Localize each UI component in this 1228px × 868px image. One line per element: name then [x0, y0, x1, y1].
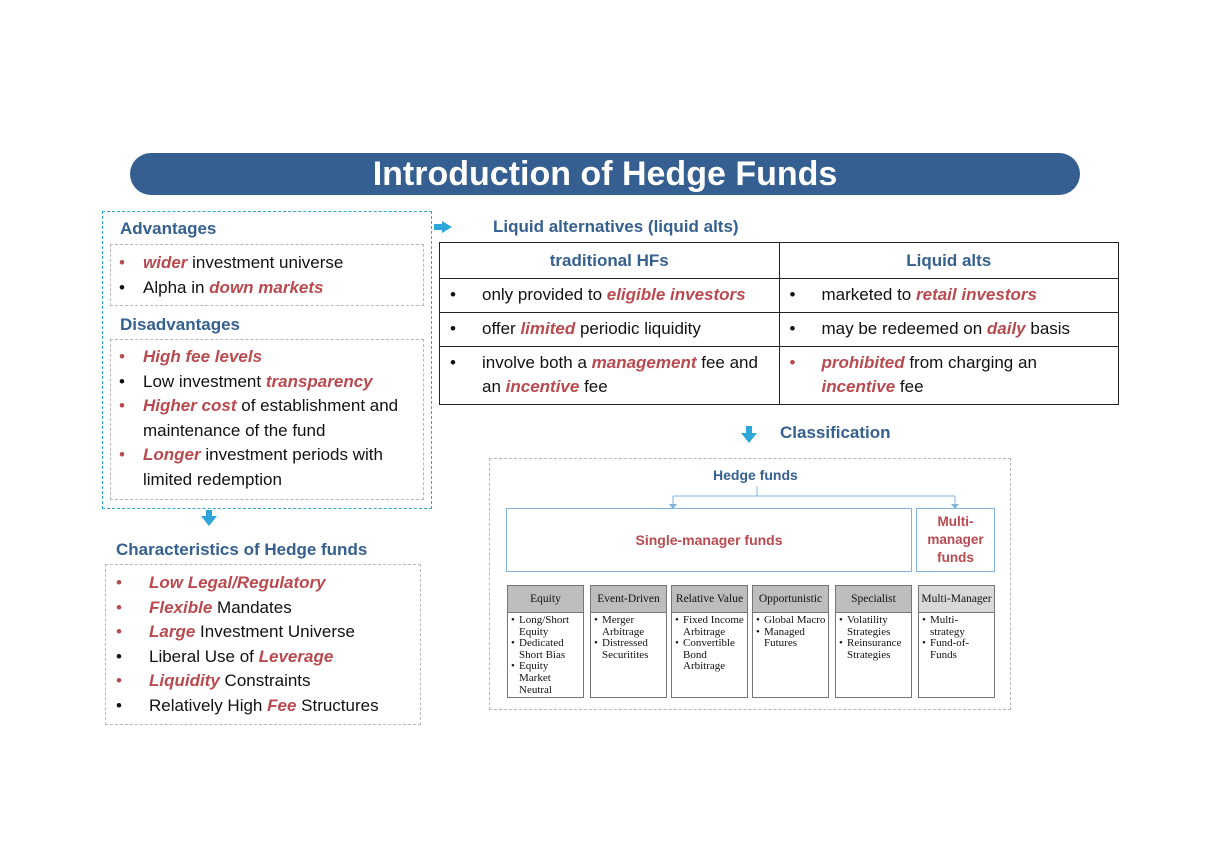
category-header: Opportunistic	[753, 586, 828, 613]
arrow-down-icon	[741, 433, 757, 443]
advantages-box: •wider investment universe •Alpha in dow…	[110, 244, 424, 306]
category-items: Multi-strategy Fund-of-Funds	[919, 613, 994, 661]
list-item: •Low Legal/Regulatory	[116, 573, 326, 592]
list-item: •Liberal Use of Leverage	[116, 646, 334, 666]
disadvantages-list: •High fee levels •Low investment transpa…	[111, 345, 423, 492]
list-item: Dedicated Short Bias	[511, 637, 581, 661]
category-equity: Equity Long/Short Equity Dedicated Short…	[507, 585, 584, 698]
pros-cons-panel	[102, 211, 432, 509]
table-cell: •only provided to eligible investors	[439, 278, 780, 313]
diagram-root-label: Hedge funds	[713, 467, 798, 483]
category-multi-manager: Multi-Manager Multi-strategy Fund-of-Fun…	[918, 585, 995, 698]
liquid-alts-heading: Liquid alternatives (liquid alts)	[493, 217, 739, 236]
category-header: Equity	[508, 586, 583, 613]
list-item: •Alpha in down markets	[119, 277, 324, 297]
list-item: •Flexible Mandates	[116, 597, 292, 617]
table-row: •only provided to eligible investors •ma…	[439, 278, 1119, 313]
list-item: Distressed Securitites	[594, 637, 664, 661]
list-item: Equity Market Neutral	[511, 661, 581, 696]
category-header: Multi-Manager	[919, 586, 994, 613]
list-item: Volatility Strategies	[839, 614, 909, 638]
category-opportunistic: Opportunistic Global Macro Managed Futur…	[752, 585, 829, 698]
list-item: •Higher cost of establishment and mainte…	[119, 396, 399, 440]
category-header: Event-Driven	[591, 586, 666, 613]
arrow-stem	[746, 426, 752, 434]
table-cell: •marketed to retail investors	[778, 278, 1119, 313]
table-cell: •may be redeemed on daily basis	[778, 312, 1119, 347]
list-item: •Relatively High Fee Structures	[116, 695, 379, 715]
list-item: Global Macro	[756, 614, 826, 627]
list-item: •Large Investment Universe	[116, 622, 355, 641]
category-items: Merger Arbitrage Distressed Securitites	[591, 613, 666, 661]
single-manager-box: Single-manager funds	[506, 508, 912, 572]
advantages-list: •wider investment universe •Alpha in dow…	[111, 251, 423, 300]
table-cell: •prohibited from charging an incentive f…	[778, 346, 1119, 405]
arrow-right-icon	[442, 221, 452, 233]
liquid-alts-table: traditional HFs Liquid alts •only provid…	[439, 242, 1119, 405]
list-item: •High fee levels	[119, 347, 263, 366]
advantages-heading: Advantages	[120, 219, 217, 238]
list-item: •Low investment transparency	[119, 371, 373, 391]
category-items: Global Macro Managed Futures	[753, 613, 828, 650]
arrow-stem	[434, 224, 443, 230]
list-item: •Liquidity Constraints	[116, 671, 311, 690]
characteristics-box: •Low Legal/Regulatory •Flexible Mandates…	[105, 564, 421, 725]
table-cell: •involve both a management fee and an in…	[439, 346, 780, 405]
list-item: Convertible Bond Arbitrage	[675, 637, 745, 673]
table-cell: •offer limited periodic liquidity	[439, 312, 780, 347]
arrow-down-icon	[201, 516, 217, 526]
category-header: Relative Value	[672, 586, 747, 613]
classification-heading: Classification	[780, 423, 891, 442]
category-specialist: Specialist Volatility Strategies Reinsur…	[835, 585, 912, 698]
page-title: Introduction of Hedge Funds	[130, 153, 1080, 195]
category-items: Fixed Income Arbitrage Convertible Bond …	[672, 613, 747, 673]
category-items: Volatility Strategies Reinsurance Strate…	[836, 613, 911, 661]
multi-manager-box: Multi-manager funds	[916, 508, 995, 572]
disadvantages-heading: Disadvantages	[120, 315, 240, 334]
list-item: Fund-of-Funds	[922, 637, 992, 661]
diagram-connectors	[669, 486, 959, 509]
category-items: Long/Short Equity Dedicated Short Bias E…	[508, 613, 583, 696]
list-item: Merger Arbitrage	[594, 614, 664, 638]
list-item: Long/Short Equity	[511, 614, 581, 638]
characteristics-list: •Low Legal/Regulatory •Flexible Mandates…	[106, 571, 420, 718]
category-relative-value: Relative Value Fixed Income Arbitrage Co…	[671, 585, 748, 698]
disadvantages-box: •High fee levels •Low investment transpa…	[110, 339, 424, 500]
column-header: Liquid alts	[778, 242, 1119, 279]
table-row: •offer limited periodic liquidity •may b…	[439, 312, 1119, 347]
list-item: Managed Futures	[756, 626, 826, 650]
category-event-driven: Event-Driven Merger Arbitrage Distressed…	[590, 585, 667, 698]
list-item: Fixed Income Arbitrage	[675, 614, 745, 638]
list-item: •wider investment universe	[119, 253, 344, 272]
characteristics-heading: Characteristics of Hedge funds	[116, 540, 368, 559]
list-item: Reinsurance Strategies	[839, 637, 909, 661]
arrow-stem	[206, 510, 212, 517]
list-item: Multi-strategy	[922, 614, 992, 638]
table-row: •involve both a management fee and an in…	[439, 346, 1119, 405]
classification-diagram	[489, 458, 1011, 710]
column-header: traditional HFs	[439, 242, 780, 279]
list-item: •Longer investment periods with limited …	[119, 445, 383, 489]
category-header: Specialist	[836, 586, 911, 613]
